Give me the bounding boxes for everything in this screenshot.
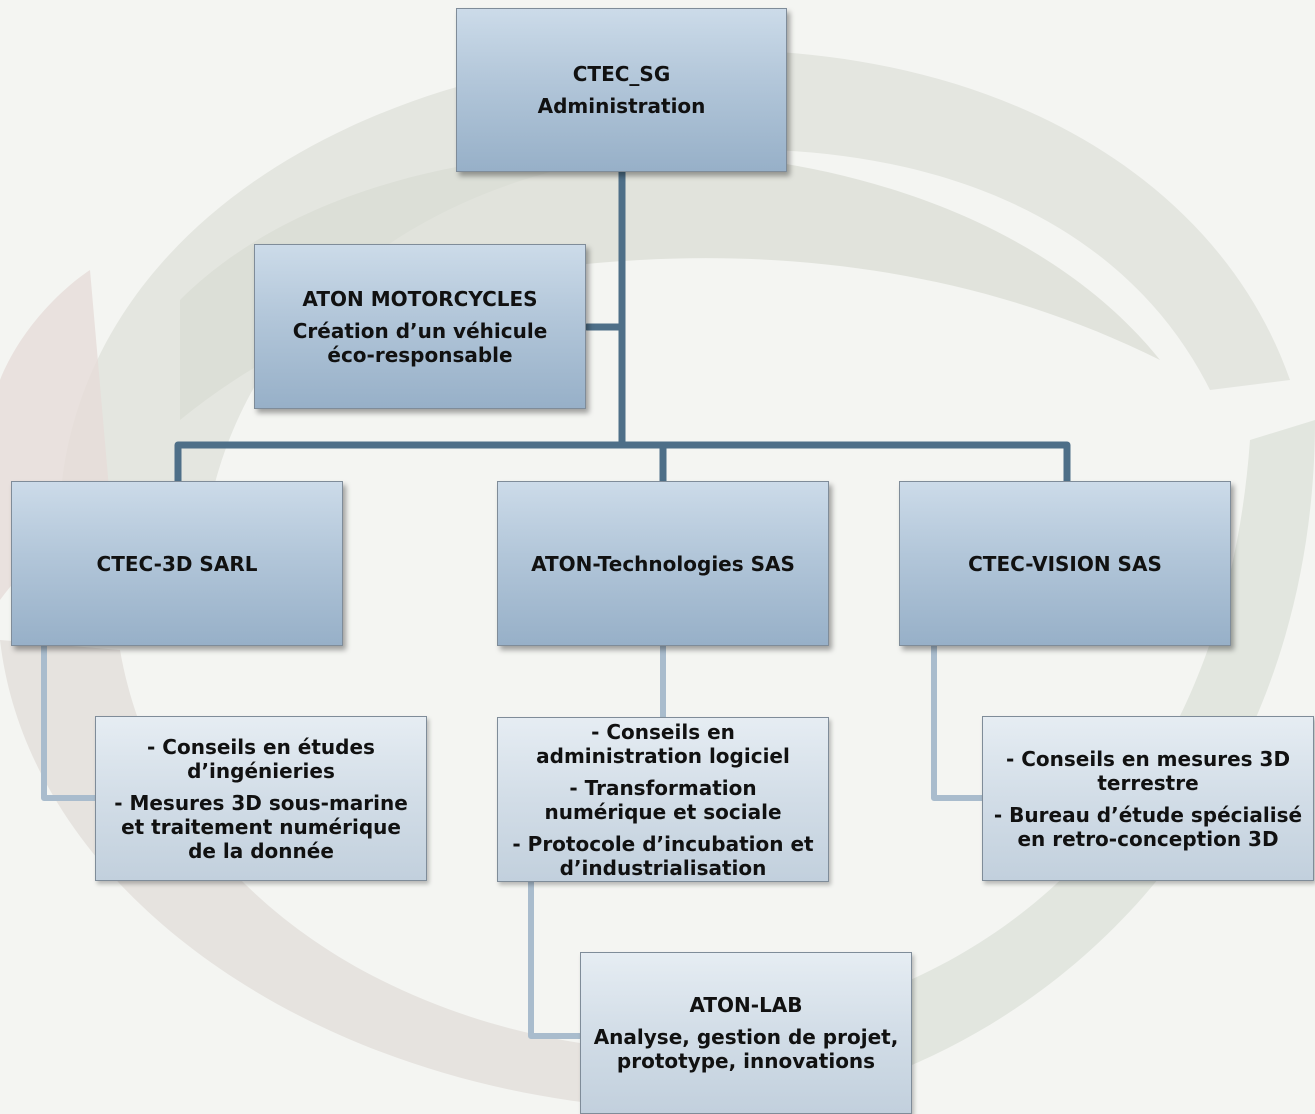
connector-root-to-children (174, 168, 1071, 485)
node-aton-technologies: ATON-Technologies SAS (497, 481, 829, 646)
detail-line: administration logiciel (536, 743, 790, 768)
node-ctec-sg-name: CTEC_SG (572, 62, 671, 86)
node-ctec-vision-title: CTEC-VISION SAS (968, 551, 1162, 576)
detail-line: - Protocole d’incubation et (512, 831, 814, 856)
node-aton-motorcycles: ATON MOTORCYCLES Création d’un véhicule … (254, 244, 586, 409)
node-ctec-vision: CTEC-VISION SAS (899, 481, 1231, 646)
ctec-3d-details: - Conseils en études d’ingénieries - Mes… (95, 716, 427, 881)
node-ctec-3d-title: CTEC-3D SARL (96, 551, 258, 576)
node-aton-motorcycles-line1: Création d’un véhicule (292, 318, 548, 343)
node-aton-lab-title: ATON-LAB (689, 993, 803, 1017)
ctec-vision-details: - Conseils en mesures 3D terrestre - Bur… (982, 716, 1314, 881)
node-ctec-3d-sarl: CTEC-3D SARL (11, 481, 343, 646)
detail-line: terrestre (1097, 770, 1199, 795)
node-ctec-sg: CTEC_SG Administration (456, 8, 787, 172)
node-aton-motorcycles-line2: éco-responsable (327, 342, 513, 367)
node-aton-lab: ATON-LAB Analyse, gestion de projet, pro… (580, 952, 912, 1114)
detail-line: en retro-conception 3D (1017, 826, 1279, 851)
detail-line: d’ingénieries (187, 758, 335, 783)
node-ctec-sg-role: Administration (537, 94, 706, 118)
node-aton-lab-line1: Analyse, gestion de projet, (593, 1025, 899, 1049)
detail-line: - Conseils en études (147, 734, 375, 759)
detail-line: et traitement numérique (121, 814, 401, 839)
aton-technologies-details: - Conseils en administration logiciel - … (497, 717, 829, 882)
connector-aton-lab (528, 879, 583, 1039)
detail-line: - Conseils en mesures 3D (1005, 746, 1291, 771)
detail-line: - Conseils en (591, 719, 735, 744)
detail-line: - Mesures 3D sous-marine (114, 790, 408, 815)
detail-line: - Transformation (569, 775, 757, 800)
node-aton-lab-line2: prototype, innovations (616, 1049, 876, 1073)
node-aton-technologies-title: ATON-Technologies SAS (531, 551, 795, 576)
detail-line: d’industrialisation (559, 855, 767, 880)
connector-ctec3d-details (41, 643, 99, 801)
connector-ctec-vision-details (931, 643, 985, 801)
node-aton-motorcycles-title: ATON MOTORCYCLES (302, 286, 538, 311)
detail-line: de la donnée (188, 838, 334, 863)
detail-line: - Bureau d’étude spécialisé (993, 802, 1303, 827)
detail-line: numérique et sociale (544, 799, 782, 824)
